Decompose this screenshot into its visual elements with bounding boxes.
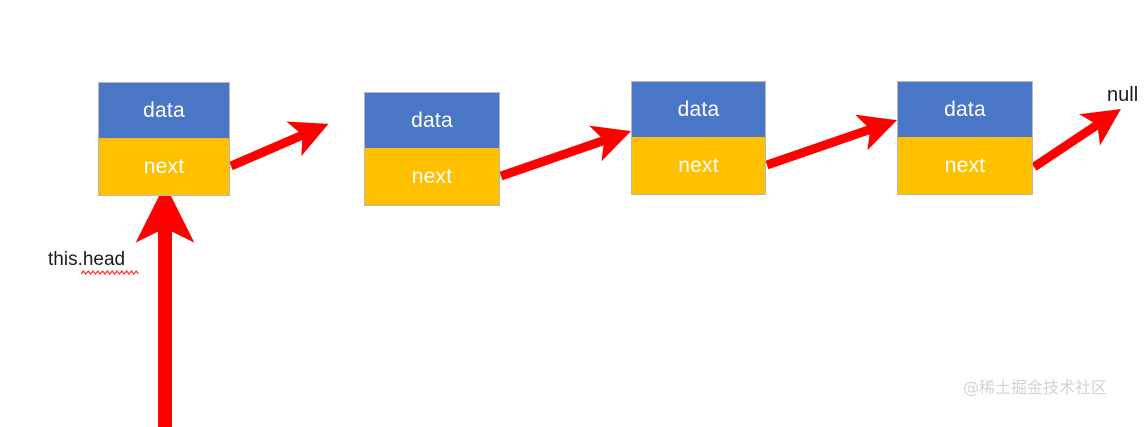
head-pointer-text-wrap: this.head [48, 249, 139, 275]
arrow-node3-to-node4 [765, 114, 898, 170]
head-pointer-label: this.head [48, 249, 139, 275]
node-1-data-cell: data [99, 83, 229, 139]
list-node-4: data next [897, 81, 1033, 195]
node-4-next-cell: next [898, 137, 1032, 194]
null-terminator-label: null [1107, 84, 1139, 106]
node-3-data-label: data [677, 98, 720, 121]
arrow-node1-to-node2 [229, 121, 329, 171]
node-1-next-cell: next [99, 138, 229, 195]
list-node-2: data next [364, 92, 500, 206]
head-pointer-text: this.head [48, 249, 126, 270]
arrow-node4-to-null [1031, 109, 1121, 171]
node-3-data-cell: data [632, 82, 765, 138]
node-1-next-label: next [143, 155, 185, 178]
node-3-next-cell: next [632, 137, 765, 194]
node-4-data-cell: data [898, 82, 1032, 138]
site-watermark: @稀土掘金技术社区 [963, 378, 1108, 397]
node-2-data-label: data [411, 109, 453, 132]
node-4-next-label: next [944, 154, 986, 177]
arrow-node2-to-node3 [499, 125, 632, 181]
list-node-1: data next [98, 82, 230, 196]
spellcheck-squiggle-icon [81, 270, 139, 275]
node-2-next-label: next [411, 165, 453, 188]
node-1-data-label: data [143, 99, 185, 122]
node-3-next-label: next [678, 154, 719, 177]
node-2-data-cell: data [365, 93, 499, 149]
node-4-data-label: data [944, 98, 986, 121]
list-node-3: data next [631, 81, 766, 195]
node-2-next-cell: next [365, 148, 499, 205]
